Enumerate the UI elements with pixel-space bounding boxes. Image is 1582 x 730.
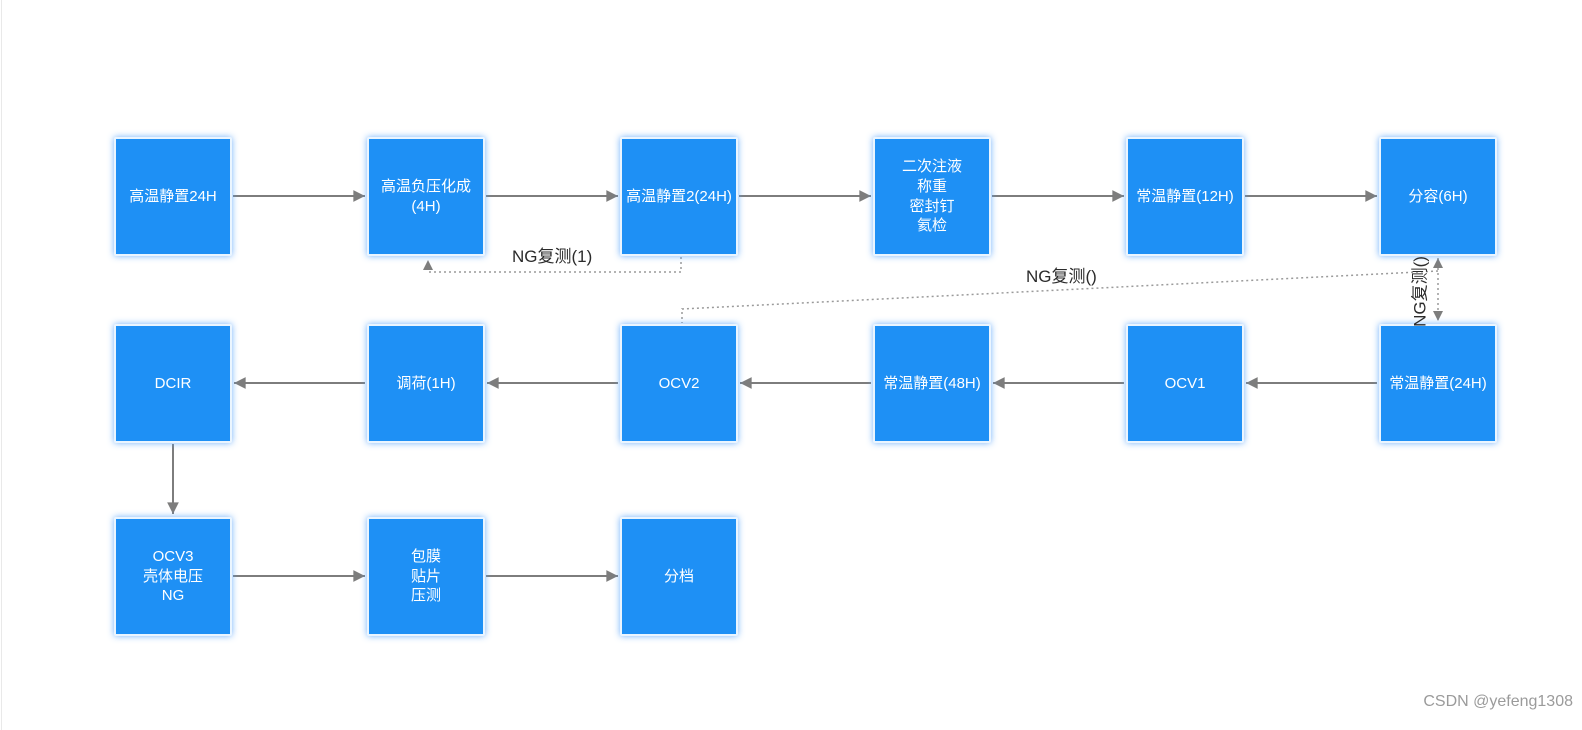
node-charge-adjust-1h: 调荷(1H) (367, 324, 485, 443)
node-ht-vac-formation: 高温负压化成(4H) (367, 137, 485, 256)
node-rt-rest-24h: 常温静置(24H) (1379, 324, 1497, 443)
node-second-injection: 二次注液 称重 密封钉 氦检 (873, 137, 991, 256)
node-ht-rest2-24h: 高温静置2(24H) (620, 137, 738, 256)
node-dcir: DCIR (114, 324, 232, 443)
watermark: CSDN @yefeng1308 (1423, 693, 1573, 710)
edge-label-ng-retest-3: NG复测() (1410, 256, 1430, 327)
edge-ng-retest-1 (423, 257, 682, 273)
node-rt-rest-12h: 常温静置(12H) (1126, 137, 1244, 256)
node-binning: 分档 (620, 517, 738, 636)
edge-label-ng-retest-1: NG复测(1) (512, 247, 593, 266)
left-edge-line (1, 0, 2, 730)
node-ocv1: OCV1 (1126, 324, 1244, 443)
node-ocv2: OCV2 (620, 324, 738, 443)
node-film-wrap: 包膜 贴片 压测 (367, 517, 485, 636)
edge-label-ng-retest-2: NG复测() (1026, 267, 1097, 286)
edge-ng-retest-2 (681, 270, 1439, 323)
node-ocv3-shell-ng: OCV3 壳体电压 NG (114, 517, 232, 636)
node-rt-rest-48h: 常温静置(48H) (873, 324, 991, 443)
node-ht-rest-24h: 高温静置24H (114, 137, 232, 256)
node-capacity-6h: 分容(6H) (1379, 137, 1497, 256)
